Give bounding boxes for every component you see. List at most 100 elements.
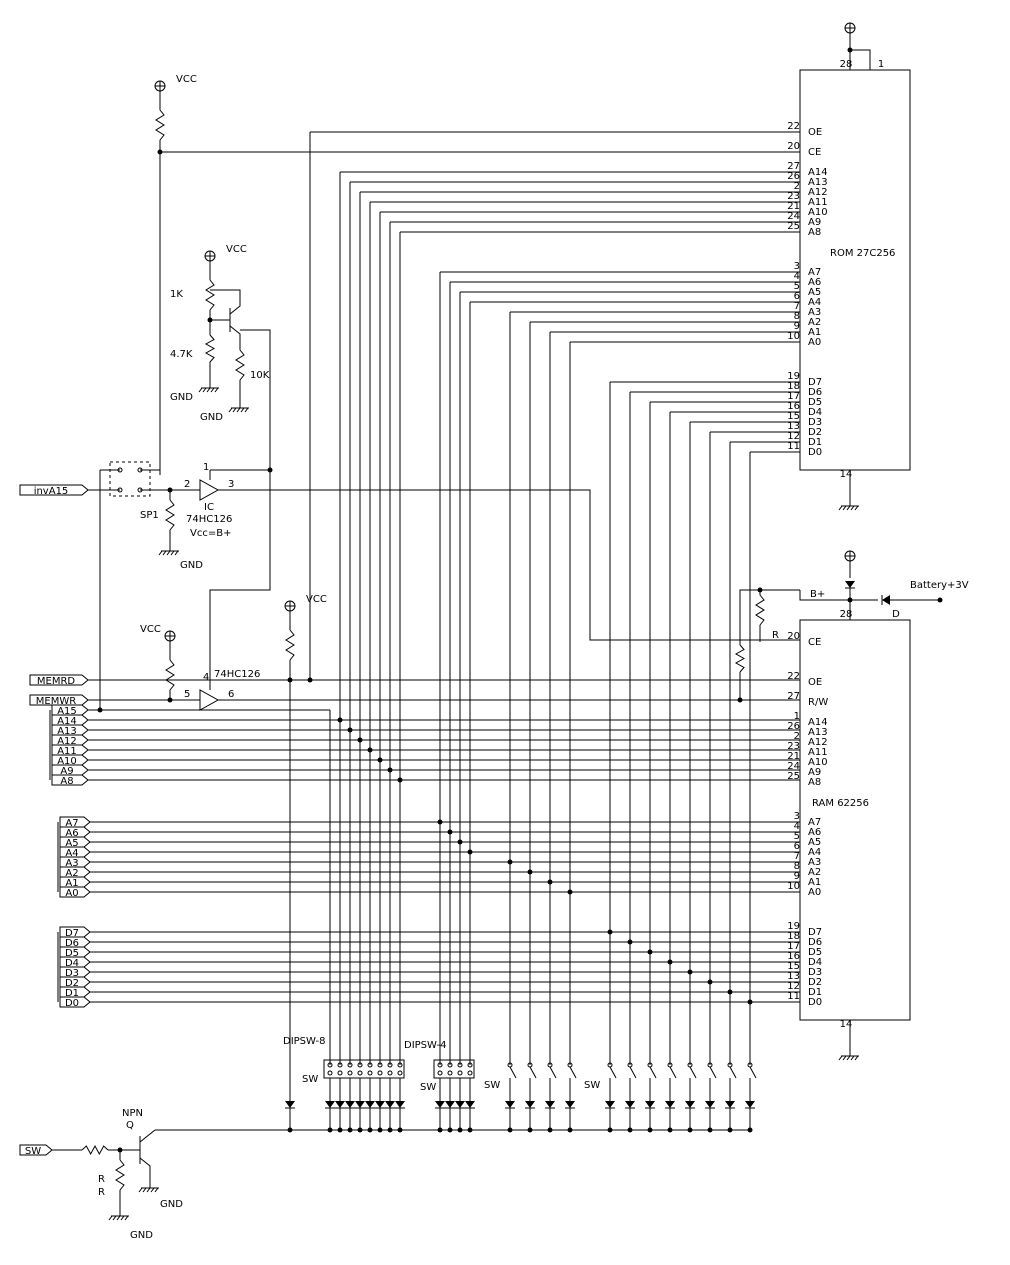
- sw-label-1: SW: [302, 1074, 318, 1085]
- ram-pin-label: A12: [808, 737, 828, 748]
- data-port-label: D5: [65, 948, 79, 959]
- rom-pin-number: 18: [787, 381, 800, 392]
- dip-pin: [387, 1062, 393, 1068]
- junction-dot: [627, 1127, 633, 1133]
- dip-pin: [447, 1070, 453, 1076]
- switch-contact: [547, 1062, 553, 1068]
- rom-pin-label: A14: [808, 167, 828, 178]
- diode: [435, 1101, 445, 1108]
- jumper-pin: [137, 467, 143, 473]
- rom-pin-1: 1: [878, 59, 884, 70]
- ram-pin-number: 6: [794, 841, 800, 852]
- rom-pin-number: 24: [787, 211, 800, 222]
- q-label: Q: [126, 1120, 134, 1131]
- addr-port-label: A1: [65, 878, 78, 889]
- resistor: [204, 334, 216, 363]
- rom-pin-label: A3: [808, 307, 821, 318]
- diode: [385, 1101, 395, 1108]
- ground-hatch: [116, 1215, 121, 1221]
- switch-lever: [729, 1066, 737, 1079]
- dip-pin: [397, 1062, 403, 1068]
- invA15-port: [19, 484, 89, 496]
- ram-pin-number: 1: [794, 711, 800, 722]
- dip-pin: [357, 1062, 363, 1068]
- resistor: [755, 594, 765, 626]
- sw-port-label: SW: [25, 1146, 41, 1157]
- addr-port: [51, 724, 89, 736]
- rom-pin-label: A1: [808, 327, 821, 338]
- addr-port: [51, 704, 89, 716]
- rom-pin-number: 2: [794, 181, 800, 192]
- ground-hatch: [162, 550, 167, 556]
- data-port-label: D6: [65, 938, 79, 949]
- enable-wire: [209, 329, 271, 690]
- ground-hatch: [170, 550, 175, 556]
- ground-hatch: [124, 1215, 129, 1221]
- junction-dot: [847, 47, 853, 53]
- dipsw4: [433, 1059, 475, 1079]
- rom-chip: [799, 69, 911, 471]
- junction-dot: [757, 587, 763, 593]
- ic1-vcc: Vcc=B+: [190, 528, 231, 539]
- diode: [545, 1101, 555, 1108]
- junction-dot: [327, 1127, 333, 1133]
- ram-pin-label: A3: [808, 857, 821, 868]
- addr-port: [51, 754, 89, 766]
- diode: [395, 1101, 405, 1108]
- rom-pin-number: 15: [787, 411, 800, 422]
- rom-pin-number: 16: [787, 401, 800, 412]
- junction-dot: [97, 707, 103, 713]
- junction-dot: [347, 1127, 353, 1133]
- addr-port: [59, 876, 91, 888]
- addr-port: [59, 846, 91, 858]
- junction-dot: [627, 939, 633, 945]
- ground-hatch: [854, 505, 859, 511]
- resistor: [165, 499, 175, 531]
- ground-hatch: [214, 387, 219, 393]
- ram-pin-label: A9: [808, 767, 821, 778]
- dip-pin: [377, 1062, 383, 1068]
- buffer-ic1: [199, 479, 220, 501]
- dip-pin: [437, 1070, 443, 1076]
- junction-dot: [397, 777, 403, 783]
- ic1-part: 74HC126: [186, 514, 232, 525]
- ram-pin-label: OE: [808, 677, 822, 688]
- ground-hatch: [236, 407, 241, 413]
- junction-dot: [357, 737, 363, 743]
- rom-pin-label: CE: [808, 147, 821, 158]
- ram-pin-label: A6: [808, 827, 821, 838]
- ram-pin-number: 4: [794, 821, 800, 832]
- dipsw8: [323, 1059, 405, 1079]
- ground-hatch: [202, 387, 207, 393]
- junction-dot: [527, 869, 533, 875]
- ram-pin-number: 26: [787, 721, 800, 732]
- power-circle: [164, 630, 176, 642]
- switch-contact: [727, 1062, 733, 1068]
- rom-pin-label: A13: [808, 177, 828, 188]
- ground-hatch: [198, 387, 203, 393]
- dip-pin: [367, 1062, 373, 1068]
- power-circle: [204, 250, 216, 262]
- ram-pin-label: A2: [808, 867, 821, 878]
- junction-dot: [847, 597, 853, 603]
- ground-hatch: [838, 1055, 843, 1061]
- ram-pin-number: 22: [787, 671, 800, 682]
- jumper-pin: [117, 487, 123, 493]
- data-port: [59, 976, 91, 988]
- junction-dot: [467, 849, 473, 855]
- ground-hatch: [846, 505, 851, 511]
- data-port: [59, 926, 91, 938]
- ic1-pin-1: 1: [203, 462, 209, 473]
- data-port: [59, 996, 91, 1008]
- dip-pin: [457, 1070, 463, 1076]
- junction-dot: [457, 839, 463, 845]
- diode: [525, 1101, 535, 1108]
- junction-dot: [267, 467, 273, 473]
- junction-dot: [667, 1127, 673, 1133]
- ram-pin-number: 5: [794, 831, 800, 842]
- rom-pin-label: A12: [808, 187, 828, 198]
- junction-dot: [737, 697, 743, 703]
- r-1k-label: 1K: [170, 289, 183, 300]
- rom-pin-label: A8: [808, 227, 821, 238]
